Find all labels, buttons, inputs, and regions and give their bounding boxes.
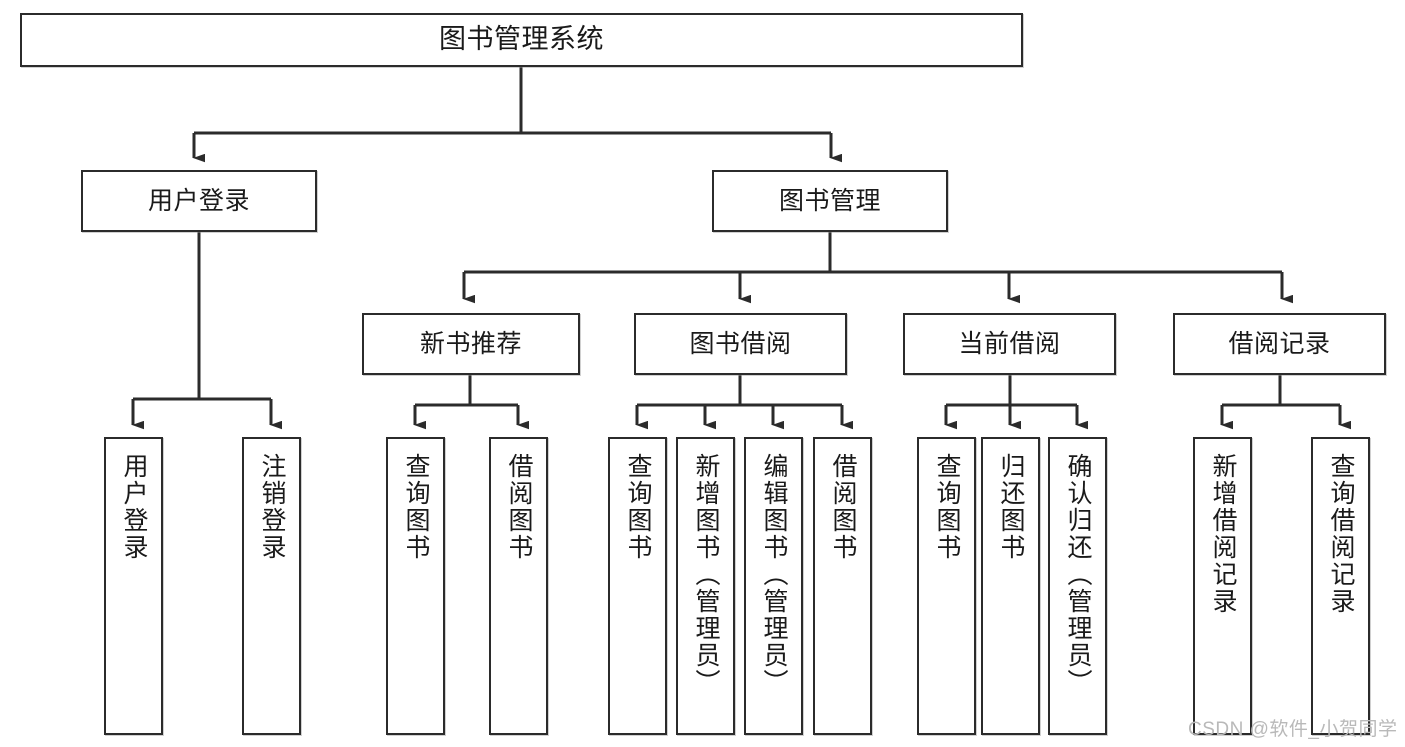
leaf-logout[interactable]: 注销登录 (242, 437, 301, 735)
leaf-add-book-label: 新增图书（管理员） (692, 453, 720, 696)
node-book-manage-label: 图书管理 (778, 186, 881, 215)
node-new-book-recommend-label: 新书推荐 (419, 329, 522, 358)
node-book-borrow-label: 图书借阅 (689, 329, 792, 358)
leaf-borrow-book-2[interactable]: 借阅图书 (813, 437, 872, 735)
leaf-query-book-2-label: 查询图书 (624, 453, 652, 561)
leaf-edit-book-label: 编辑图书（管理员） (760, 453, 788, 696)
leaf-query-book-1[interactable]: 查询图书 (386, 437, 445, 735)
node-root-label: 图书管理系统 (439, 24, 604, 55)
node-user-login-label: 用户登录 (147, 186, 250, 215)
node-root[interactable]: 图书管理系统 (20, 13, 1023, 67)
leaf-confirm-return[interactable]: 确认归还（管理员） (1048, 437, 1107, 735)
node-book-manage[interactable]: 图书管理 (712, 170, 948, 232)
leaf-query-book-2[interactable]: 查询图书 (608, 437, 667, 735)
node-borrow-record-label: 借阅记录 (1228, 329, 1331, 358)
node-book-borrow[interactable]: 图书借阅 (634, 313, 847, 375)
leaf-query-book-1-label: 查询图书 (402, 453, 430, 561)
leaf-query-book-3[interactable]: 查询图书 (917, 437, 976, 735)
leaf-user-login[interactable]: 用户登录 (104, 437, 163, 735)
watermark: CSDN @软件_小贺同学 (1188, 719, 1398, 740)
leaf-user-login-label: 用户登录 (120, 453, 148, 561)
node-current-borrow-label: 当前借阅 (958, 329, 1061, 358)
node-user-login[interactable]: 用户登录 (81, 170, 317, 232)
leaf-add-record[interactable]: 新增借阅记录 (1193, 437, 1252, 735)
leaf-return-book[interactable]: 归还图书 (981, 437, 1040, 735)
leaf-return-book-label: 归还图书 (997, 453, 1025, 561)
leaf-edit-book[interactable]: 编辑图书（管理员） (744, 437, 803, 735)
leaf-query-record-label: 查询借阅记录 (1327, 453, 1355, 615)
leaf-add-book[interactable]: 新增图书（管理员） (676, 437, 735, 735)
leaf-borrow-book-1-label: 借阅图书 (505, 453, 533, 561)
node-borrow-record[interactable]: 借阅记录 (1173, 313, 1386, 375)
leaf-add-record-label: 新增借阅记录 (1209, 453, 1237, 615)
node-new-book-recommend[interactable]: 新书推荐 (362, 313, 580, 375)
leaf-query-book-3-label: 查询图书 (933, 453, 961, 561)
leaf-confirm-return-label: 确认归还（管理员） (1064, 453, 1092, 696)
leaf-borrow-book-1[interactable]: 借阅图书 (489, 437, 548, 735)
node-current-borrow[interactable]: 当前借阅 (903, 313, 1116, 375)
leaf-logout-label: 注销登录 (258, 453, 286, 561)
leaf-borrow-book-2-label: 借阅图书 (829, 453, 857, 561)
leaf-query-record[interactable]: 查询借阅记录 (1311, 437, 1370, 735)
